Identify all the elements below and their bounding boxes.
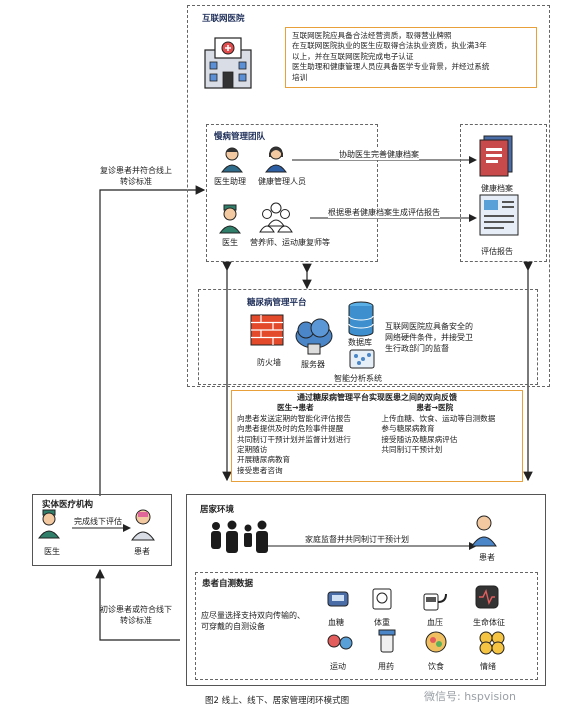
platform-title: 糖尿病管理平台 — [247, 298, 307, 308]
nutritionist-label: 营养师、运动康复师等 — [250, 238, 330, 247]
arrow-report-label: 根据患者健康档案生成评估报告 — [328, 207, 440, 218]
metric-mood: 情绪 — [480, 662, 496, 671]
analysis-label: 智能分析系统 — [334, 374, 382, 383]
list-item: 向患者发送定期的智能化评估报告 — [237, 413, 351, 423]
self-test-desc-line: 可穿戴的自测设备 — [201, 622, 265, 631]
security-note-line: 网络硬件条件，并接受卫 — [385, 333, 473, 342]
metric-medication: 用药 — [378, 662, 394, 671]
requirement-line: 互联网医院应具备合法经营资质，取得营业牌照 — [292, 31, 452, 40]
watermark: 微信号: hspvision — [424, 690, 516, 703]
physical-patient-label: 患者 — [134, 547, 150, 556]
list-item: 共同制订干预计划并监督计划进行 — [237, 434, 351, 444]
physical-title: 实体医疗机构 — [42, 500, 94, 510]
server-label: 服务器 — [301, 360, 325, 369]
metric-exercise: 运动 — [330, 662, 346, 671]
list-item: 向患者提供及时的危险事件提醒 — [237, 424, 344, 434]
offline-referral-line: 初诊患者或符合线下 — [100, 605, 172, 614]
online-referral-arrow — [99, 185, 206, 496]
security-note: 互联网医院应具备安全的 网络硬件条件，并接受卫 生行政部门的监督 — [385, 321, 473, 354]
patient-to-hospital-list: 患者→医院 上传血糖、饮食、运动等自测数据 参与糖尿病教育 接受随访及糖尿病评估… — [377, 403, 517, 476]
list-item: 接受患者咨询 — [237, 465, 283, 475]
online-referral-label: 复诊患者并符合线上 转诊标准 — [100, 165, 172, 187]
database-label: 数据库 — [348, 338, 372, 347]
list-item: 开展糖尿病教育 — [237, 455, 291, 465]
physical-institution-box — [32, 494, 172, 566]
home-title: 居家环境 — [200, 505, 235, 515]
offline-eval-label: 完成线下评估 — [74, 517, 122, 526]
list-item: 共同制订干预计划 — [381, 445, 443, 455]
health-manager-label: 健康管理人员 — [258, 177, 306, 186]
physical-doctor-label: 医生 — [44, 547, 60, 556]
list-item: 接受随访及糖尿病评估 — [381, 434, 458, 444]
offline-referral-line: 转诊标准 — [120, 616, 152, 625]
doctor-to-patient-list: 医生→患者 向患者发送定期的智能化评估报告 向患者提供及时的危险事件提醒 共同制… — [237, 403, 377, 476]
home-environment-box — [186, 494, 546, 686]
online-referral-line: 转诊标准 — [120, 177, 152, 186]
outputs-box — [460, 124, 547, 262]
security-note-line: 生行政部门的监督 — [385, 344, 449, 353]
self-test-box — [195, 572, 538, 680]
internet-hospital-box — [187, 5, 550, 387]
feedback-title: 通过糖尿病管理平台实现医患之间的双向反馈 — [297, 393, 457, 402]
requirement-line: 培训 — [292, 72, 308, 82]
health-record-label: 健康档案 — [481, 184, 513, 193]
list-item: 参与糖尿病教育 — [381, 424, 435, 434]
left-header: 医生→患者 — [277, 403, 314, 413]
feedback-box: 通过糖尿病管理平台实现医患之间的双向反馈 医生→患者 向患者发送定期的智能化评估… — [231, 390, 523, 482]
self-test-title: 患者自测数据 — [202, 579, 254, 589]
metric-vital-signs: 生命体征 — [473, 618, 505, 627]
online-referral-line: 复诊患者并符合线上 — [100, 166, 172, 175]
list-item: 上传血糖、饮食、运动等自测数据 — [381, 413, 496, 423]
team-box — [206, 124, 378, 262]
requirement-line: 以上，并在互联网医院完成电子认证 — [292, 51, 414, 61]
platform-box — [198, 289, 538, 385]
metric-weight: 体重 — [374, 618, 390, 627]
assistant-label: 医生助理 — [214, 177, 246, 186]
metric-glucose: 血糖 — [328, 618, 344, 627]
doctor-label: 医生 — [222, 238, 238, 247]
assessment-report-label: 评估报告 — [481, 247, 513, 256]
home-patient-label: 患者 — [479, 553, 495, 562]
requirement-line: 医生助理和健康管理人员应具备医学专业背景，并经过系统 — [292, 62, 490, 72]
firewall-label: 防火墙 — [257, 358, 281, 367]
self-test-desc-line: 应尽量选择支持双向传输的、 — [201, 611, 305, 620]
metric-blood-pressure: 血压 — [427, 618, 443, 627]
list-item: 定期随访 — [237, 445, 268, 455]
requirement-line: 在互联网医院执业的医生应取得合法执业资质，执业满3年 — [292, 41, 487, 51]
right-header: 患者→医院 — [416, 403, 454, 413]
offline-referral-arrow — [95, 568, 180, 641]
hospital-requirements: 互联网医院应具备合法经营资质，取得营业牌照 在互联网医院执业的医生应取得合法执业… — [285, 27, 537, 88]
offline-referral-label: 初诊患者或符合线下 转诊标准 — [100, 604, 172, 626]
security-note-line: 互联网医院应具备安全的 — [385, 322, 473, 331]
self-test-desc: 应尽量选择支持双向传输的、 可穿戴的自测设备 — [201, 610, 305, 632]
team-title: 慢病管理团队 — [214, 132, 266, 142]
internet-hospital-title: 互联网医院 — [202, 14, 245, 24]
home-plan-label: 家庭监督并共同制订干预计划 — [305, 534, 409, 545]
arrow-records-label: 协助医生完善健康档案 — [339, 149, 419, 160]
figure-caption: 图2 线上、线下、居家管理闭环模式图 — [205, 696, 350, 706]
metric-diet: 饮食 — [428, 662, 444, 671]
